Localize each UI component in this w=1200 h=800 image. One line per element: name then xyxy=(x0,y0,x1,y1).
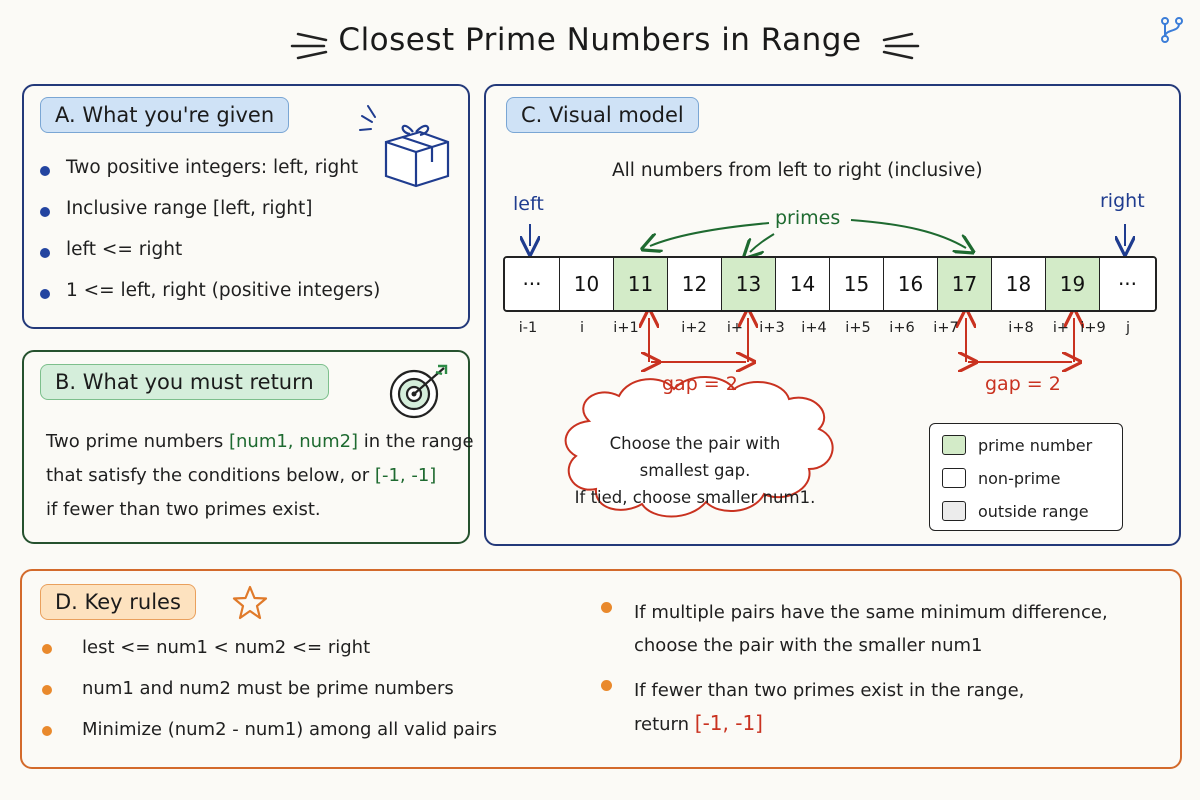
bullet-dot xyxy=(601,602,612,613)
cell-16: 16 xyxy=(884,258,938,310)
cell-17: 17 xyxy=(938,258,992,310)
index-label: i+ xyxy=(1052,320,1070,336)
index-label: i+9 xyxy=(1080,320,1106,336)
panel-given xyxy=(22,84,470,329)
index-label: i+1 xyxy=(613,320,639,336)
visual-arrows xyxy=(484,219,1181,518)
cell-19: 19 xyxy=(1046,258,1100,310)
legend-swatch xyxy=(942,435,966,455)
git-branch-icon[interactable] xyxy=(1158,16,1186,44)
list-item: If multiple pairs have the same minimum … xyxy=(598,596,1108,662)
index-label: i+8 xyxy=(1008,320,1034,336)
bullet-dot xyxy=(40,207,50,217)
index-label: i+ xyxy=(726,320,744,336)
tie-break-note: Choose the pair with smallest gap. If ti… xyxy=(574,434,816,507)
gap-label: gap = 2 xyxy=(662,373,738,395)
rules-list-right: If multiple pairs have the same minimum … xyxy=(598,596,1108,753)
cell-11: 11 xyxy=(614,258,668,310)
panel-visual-model xyxy=(484,84,1181,546)
index-label: i+6 xyxy=(889,320,915,336)
bullet-dot xyxy=(40,289,50,299)
target-icon xyxy=(389,364,448,419)
panel-given-heading: A. What you're given xyxy=(40,97,290,133)
panel-visual-heading: C. Visual model xyxy=(506,97,699,133)
list-item: left <= right xyxy=(40,239,380,280)
list-item: 1 <= left, right (positive integers) xyxy=(40,280,380,321)
return-description: Two prime numbers [num1, num2] in the ra… xyxy=(46,431,474,520)
cell-12: 12 xyxy=(668,258,722,310)
left-label: left xyxy=(513,193,544,215)
legend-item: non-prime xyxy=(942,468,1060,488)
cell-13: 13 xyxy=(722,258,776,310)
legend-swatch xyxy=(942,468,966,488)
page-title: Closest Prime Numbers in Range xyxy=(338,22,862,58)
cell-outside-right: ··· xyxy=(1100,258,1155,310)
title-dash-left-icon xyxy=(290,32,328,60)
index-label: i+5 xyxy=(845,320,871,336)
cell-15: 15 xyxy=(830,258,884,310)
legend-item: prime number xyxy=(942,435,1092,455)
legend-swatch xyxy=(942,501,966,521)
panel-return xyxy=(22,350,470,544)
bullet-dot xyxy=(42,644,52,654)
list-item: Minimize (num2 - num1) among all valid p… xyxy=(42,719,497,760)
gap-label: gap = 2 xyxy=(985,373,1061,395)
index-label: i-1 xyxy=(518,320,538,336)
list-item: num1 and num2 must be prime numbers xyxy=(42,678,497,719)
index-label: j xyxy=(1125,320,1131,336)
bullet-dot xyxy=(42,726,52,736)
index-label: i+7 xyxy=(933,320,959,336)
gift-icon xyxy=(359,105,450,188)
rules-list: lest <= num1 < num2 <= right num1 and nu… xyxy=(42,637,497,760)
legend: prime number non-prime outside range xyxy=(929,423,1123,531)
star-icon xyxy=(232,585,268,620)
given-list: Two positive integers: left, right Inclu… xyxy=(40,157,380,321)
index-label: i+3 xyxy=(759,320,785,336)
cell-18: 18 xyxy=(992,258,1046,310)
number-strip: ··· 10 11 12 13 14 15 16 17 18 19 ··· xyxy=(503,256,1157,312)
panel-key-rules xyxy=(20,569,1182,769)
list-item: Inclusive range [left, right] xyxy=(40,198,380,239)
bullet-dot xyxy=(40,248,50,258)
list-item: Two positive integers: left, right xyxy=(40,157,380,198)
index-label: i+4 xyxy=(801,320,827,336)
index-label: i+2 xyxy=(681,320,707,336)
range-subtitle: All numbers from left to right (inclusiv… xyxy=(612,160,983,181)
list-item: If fewer than two primes exist in the ra… xyxy=(598,674,1108,741)
bullet-dot xyxy=(601,680,612,691)
index-label: i xyxy=(579,320,585,336)
cell-14: 14 xyxy=(776,258,830,310)
bullet-dot xyxy=(40,166,50,176)
list-item: lest <= num1 < num2 <= right xyxy=(42,637,497,678)
bullet-dot xyxy=(42,685,52,695)
panel-return-heading: B. What you must return xyxy=(40,364,329,400)
right-label: right xyxy=(1100,190,1145,212)
primes-label: primes xyxy=(775,207,841,229)
panel-rules-heading: D. Key rules xyxy=(40,584,196,620)
legend-item: outside range xyxy=(942,501,1089,521)
cell-outside-left: ··· xyxy=(505,258,560,310)
cell-10: 10 xyxy=(560,258,614,310)
title-dash-right-icon xyxy=(882,32,920,60)
